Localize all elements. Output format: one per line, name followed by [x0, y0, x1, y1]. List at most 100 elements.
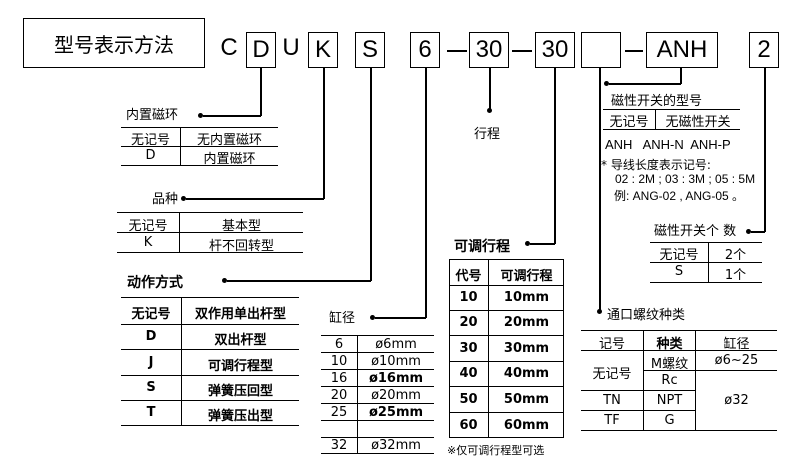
page-title: 型号表示方法: [54, 32, 174, 57]
leader-bore-v: [425, 68, 427, 318]
magnet-table-mid: [121, 146, 278, 147]
variety-table-top: [117, 212, 303, 213]
bore-row-3-desc: ø16mm: [368, 371, 424, 386]
switch-table-top: [603, 109, 740, 110]
code-dash-1: [447, 50, 467, 52]
adjust-table-r0: [449, 285, 564, 286]
action-row-1-desc: 双作用单出杆型: [194, 307, 286, 322]
bore-row-4-code: 20: [330, 388, 348, 403]
action-table-r2: [121, 349, 299, 350]
magnet-table-top: [121, 127, 278, 128]
adjust-row-3-desc: 30mm: [503, 341, 550, 356]
bore-table-top: [321, 335, 434, 336]
action-row-5-code: T: [146, 405, 156, 420]
adjust-table-r1: [449, 310, 564, 311]
leader-thread-dot: [597, 309, 602, 314]
adjust-row-5-desc: 50mm: [503, 392, 550, 407]
adjust-table-r3: [449, 361, 564, 362]
action-row-2-desc: 双出杆型: [214, 333, 267, 348]
bore-table-r3: [321, 386, 434, 387]
thread-type-rc: Rc: [661, 373, 678, 388]
count-label: 磁性开关个 数: [654, 224, 737, 239]
bore-row-1-code: 6: [334, 337, 344, 352]
bore-table-bot2: [321, 453, 434, 454]
leader-variety-dot: [181, 196, 186, 201]
adjust-header-desc: 可调行程: [500, 269, 553, 284]
action-table-r4: [121, 400, 299, 401]
action-row-4-desc: 弹簧压回型: [207, 384, 273, 399]
adjust-table-r2: [449, 335, 564, 336]
bore-row-5-code: 25: [330, 405, 348, 420]
variety-row-1-desc: 基本型: [221, 219, 261, 234]
count-row-1-desc: 2个: [724, 248, 747, 263]
thread-table-r1: [581, 350, 777, 351]
leader-switch-dot: [604, 81, 609, 86]
bore-row-5-desc: ø25mm: [368, 405, 424, 420]
leader-bore-h: [375, 317, 426, 319]
action-table-bot: [121, 425, 299, 426]
action-row-5-desc: 弹簧压出型: [207, 409, 273, 424]
thread-bore-m: ø6~25: [714, 353, 759, 368]
thread-table-v1: [643, 330, 644, 430]
leader-magnet-dot: [198, 113, 203, 118]
leader-variety-v: [323, 68, 325, 199]
switch-row-desc: 无磁性开关: [665, 115, 731, 130]
thread-label: 通口螺纹种类: [607, 308, 686, 323]
thread-table-top: [581, 330, 777, 331]
switch-note-2: 02 : 2M ; 03 : 3M ; 05 : 5M: [615, 172, 756, 186]
bore-row-6-code: 32: [330, 438, 348, 453]
bore-row-2-code: 10: [330, 354, 348, 369]
bore-table-r4: [321, 403, 434, 404]
code-box-k: K: [308, 32, 338, 68]
stroke-label: 行程: [474, 127, 501, 142]
action-table-r1: [121, 324, 299, 325]
variety-label: 品种: [152, 192, 179, 207]
code-letter-c: C: [220, 34, 238, 61]
switch-row-code: 无记号: [609, 115, 649, 130]
adjust-row-5-code: 50: [459, 392, 478, 407]
thread-code-blank: 无记号: [592, 367, 632, 382]
bore-row-6-desc: ø32mm: [371, 438, 421, 453]
switch-label: 磁性开关的型号: [611, 94, 703, 109]
thread-table-r4: [581, 410, 695, 411]
thread-table-r2: [643, 370, 695, 371]
switch-models: ANH ANH-N ANH-P: [605, 137, 731, 152]
thread-table-v2: [695, 330, 696, 430]
adjust-row-2-code: 20: [459, 315, 478, 330]
bore-label: 缸径: [329, 311, 356, 326]
leader-action-dot: [222, 278, 227, 283]
adjust-table-vsep: [488, 259, 489, 438]
variety-row-2-desc: 杆不回转型: [208, 239, 274, 254]
bore-table-vsep: [357, 335, 358, 453]
leader-adjust-h: [530, 243, 555, 245]
code-box-switch-count: 2: [749, 32, 779, 68]
count-table-bot: [650, 282, 762, 283]
code-dash-3: [625, 50, 643, 52]
action-label: 动作方式: [127, 275, 183, 291]
leader-switch-v: [680, 68, 682, 84]
action-row-3-desc: 可调行程型: [207, 359, 273, 374]
thread-header-type: 种类: [656, 337, 683, 352]
variety-table-bot: [117, 252, 303, 253]
code-box-stroke: 30: [469, 32, 509, 68]
bore-row-1-desc: ø6mm: [375, 337, 417, 352]
magnet-label: 内置磁环: [126, 108, 179, 123]
leader-action-h: [227, 280, 371, 282]
leader-count-h: [751, 231, 765, 233]
adjust-header-code: 代号: [455, 269, 482, 284]
thread-table-r3: [581, 390, 695, 391]
leader-thread-v: [599, 68, 601, 311]
action-table-r3: [121, 375, 299, 376]
code-box-adjustable-stroke: 30: [535, 32, 575, 68]
switch-table-vsep: [655, 109, 656, 129]
bore-table-r5: [321, 420, 434, 421]
action-row-3-code: J: [148, 355, 154, 370]
adjust-table-r5: [449, 412, 564, 413]
thread-header-code: 记号: [598, 337, 625, 352]
code-box-thread: [581, 32, 621, 68]
bore-row-4-desc: ø20mm: [371, 388, 421, 403]
variety-row-1-code: 无记号: [128, 219, 168, 234]
adjust-label: 可调行程: [454, 239, 510, 255]
adjust-row-1-code: 10: [459, 290, 478, 305]
adjust-row-6-code: 60: [459, 418, 478, 433]
